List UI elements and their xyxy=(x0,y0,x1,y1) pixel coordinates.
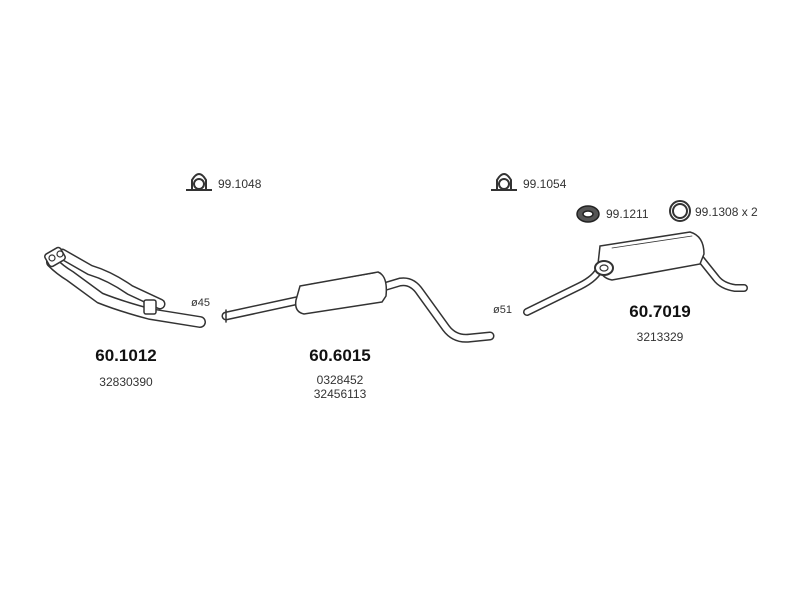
oem-number: 0328452 xyxy=(316,373,364,387)
u-clamp-icon xyxy=(491,173,517,191)
part-number-heading: 60.1012 xyxy=(95,346,157,365)
clamp-part-number: 99.1054 xyxy=(523,177,567,191)
clamp-part-number: 99.1048 xyxy=(218,177,262,191)
ring-icon xyxy=(669,200,691,222)
rear-silencer-drawing xyxy=(523,231,748,316)
part-number-heading: 60.6015 xyxy=(309,346,371,365)
middle-silencer-drawing xyxy=(221,271,495,343)
u-clamp-icon xyxy=(186,173,212,191)
diameter-label: ø51 xyxy=(493,304,512,316)
part-number-heading: 60.7019 xyxy=(629,302,691,321)
oem-number: 32830390 xyxy=(99,375,153,389)
oem-number: 3213329 xyxy=(636,330,684,344)
front-pipe-drawing xyxy=(44,246,206,328)
mount-part-number: 99.1211 xyxy=(606,207,649,221)
rubber-mount-icon xyxy=(576,205,600,223)
oem-number: 32456113 xyxy=(313,387,367,401)
ring-part-number: 99.1308 x 2 xyxy=(695,205,758,219)
diameter-label: ø45 xyxy=(191,297,210,309)
